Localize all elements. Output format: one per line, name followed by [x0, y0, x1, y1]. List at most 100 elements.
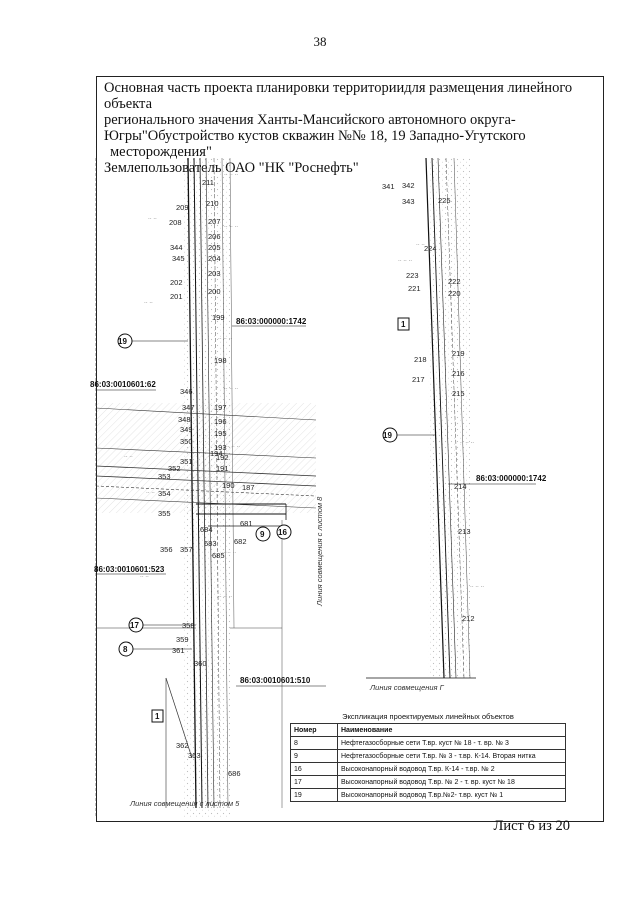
- legend-row-num: 8: [290, 736, 338, 750]
- point-210: 210: [206, 199, 219, 208]
- legend-header-row: Номер Наименование: [290, 723, 566, 737]
- svg-text:·· ·· ··: ·· ·· ··: [222, 550, 236, 556]
- point-358: 358: [182, 621, 195, 630]
- point-684: 684: [200, 525, 213, 534]
- match-line-sheet-5: Линия совмещения с листом 5: [129, 799, 240, 808]
- svg-text:16: 16: [278, 528, 287, 537]
- point-353: 353: [158, 472, 171, 481]
- title-line-4: месторождения": [110, 144, 212, 160]
- legend-title: Экспликация проектируемых линейных объек…: [342, 712, 514, 721]
- point-196: 196: [214, 417, 227, 426]
- point-200: 200: [208, 287, 221, 296]
- svg-text:·· ·· ··: ·· ·· ··: [218, 336, 232, 342]
- legend: Экспликация проектируемых линейных объек…: [290, 712, 566, 802]
- right-point-labels: 341 342 343 225 224 223 222 221 220 219 …: [382, 181, 484, 623]
- title-line-1: Основная часть проекта планировки террит…: [104, 80, 573, 112]
- legend-row-num: 17: [290, 775, 338, 789]
- point-355: 355: [158, 509, 171, 518]
- point-346: 346: [180, 387, 193, 396]
- point-341: 341: [382, 182, 395, 191]
- point-204: 204: [208, 254, 221, 263]
- point-209: 209: [176, 203, 189, 212]
- legend-row-name: Нефтегазосборные сети Т.вр. куст № 18 - …: [337, 736, 566, 750]
- point-187: 187: [242, 483, 255, 492]
- point-352: 352: [168, 464, 181, 473]
- parcel-label-523: 86:03:0010601:523: [94, 565, 165, 574]
- point-217: 217: [412, 375, 425, 384]
- point-201: 201: [170, 292, 183, 301]
- point-347: 347: [182, 403, 195, 412]
- left-corridor: [95, 157, 317, 818]
- left-point-labels: 211 210 209 208 207 206 205 344 204 345 …: [158, 178, 255, 778]
- point-221: 221: [408, 284, 421, 293]
- point-345: 345: [172, 254, 185, 263]
- point-216: 216: [452, 369, 465, 378]
- point-683: 683: [204, 539, 217, 548]
- match-line-g: Линия совмещения Г: [369, 683, 445, 692]
- point-203: 203: [208, 269, 221, 278]
- point-360: 360: [194, 659, 207, 668]
- parcel-label-510: 86:03:0010601:510: [240, 676, 311, 685]
- point-225: 225: [438, 196, 451, 205]
- svg-text:1: 1: [401, 320, 406, 329]
- legend-row-name: Высоконапорный водовод Т.вр.№2- т.вр. ку…: [337, 788, 566, 802]
- survey-map: 211 210 209 208 207 206 205 344 204 345 …: [90, 157, 602, 818]
- point-207: 207: [208, 217, 221, 226]
- point-356: 356: [160, 545, 173, 554]
- page-number: 38: [313, 34, 327, 49]
- parcel-label-1742-right: 86:03:000000:1742: [476, 474, 547, 483]
- svg-text:·· ··: ·· ··: [144, 300, 153, 306]
- point-349: 349: [180, 425, 193, 434]
- object-markers-left: 19 9 16 17 8 1: [117, 333, 292, 723]
- svg-text:·· ··: ·· ··: [146, 490, 155, 496]
- point-205: 205: [208, 243, 221, 252]
- svg-text:19: 19: [118, 337, 127, 346]
- svg-text:·· ·· ··: ·· ·· ··: [224, 172, 238, 178]
- object-marker-9: [255, 526, 271, 542]
- point-199: 199: [212, 313, 225, 322]
- point-342: 342: [402, 181, 415, 190]
- point-681: 681: [240, 519, 253, 528]
- svg-text:·· ·· ··: ·· ·· ··: [470, 584, 484, 590]
- point-344: 344: [170, 243, 183, 252]
- svg-text:·· ·· ··: ·· ·· ··: [398, 258, 412, 264]
- point-363: 363: [188, 751, 201, 760]
- point-350: 350: [180, 437, 193, 446]
- title-line-2: регионального значения Ханты-Мансийского…: [104, 112, 516, 128]
- svg-text:·· ··: ·· ··: [140, 574, 149, 580]
- point-215: 215: [452, 389, 465, 398]
- legend-header-name: Наименование: [337, 723, 566, 737]
- legend-row-name: Нефтегазосборные сети Т.вр. № 3 - т.вр. …: [337, 749, 566, 763]
- svg-text:19: 19: [383, 431, 392, 440]
- svg-text:·· ·· ··: ·· ·· ··: [226, 444, 240, 450]
- object-marker-1-left: [151, 709, 164, 723]
- object-marker-1-right: [397, 317, 410, 331]
- legend-header-num: Номер: [290, 723, 338, 737]
- point-685: 685: [212, 551, 225, 560]
- point-357: 357: [180, 545, 193, 554]
- point-211: 211: [202, 178, 214, 187]
- point-195: 195: [214, 429, 227, 438]
- legend-row-name: Высоконапорный водовод Т.вр. № 2 - т. вр…: [337, 775, 566, 789]
- object-marker-16: [276, 524, 292, 540]
- match-line-sheet-8: Линия совмещения с листом 8: [315, 496, 324, 607]
- svg-text:9: 9: [260, 530, 265, 539]
- parcel-label-62: 86:03:0010601:62: [90, 380, 156, 389]
- svg-text:·· ·· ··: ·· ·· ··: [460, 440, 474, 446]
- parcel-label-1742: 86:03:000000:1742: [236, 317, 307, 326]
- svg-text:·· ·· ··: ·· ·· ··: [224, 224, 238, 230]
- point-218: 218: [414, 355, 427, 364]
- svg-text:8: 8: [123, 645, 128, 654]
- right-markers: 1 19 86:03:000000:1742: [382, 317, 547, 485]
- point-348: 348: [178, 415, 191, 424]
- vegetation-notes: ·· ·· ·· ·· ·· ·· ·· ·· ·· ·· ·· ·· ·· ·…: [124, 172, 240, 600]
- point-359: 359: [176, 635, 189, 644]
- point-191: 191: [216, 464, 229, 473]
- legend-row-num: 9: [290, 749, 338, 763]
- title-line-3: Югры"Обустройство кустов скважин №№ 18, …: [104, 128, 526, 144]
